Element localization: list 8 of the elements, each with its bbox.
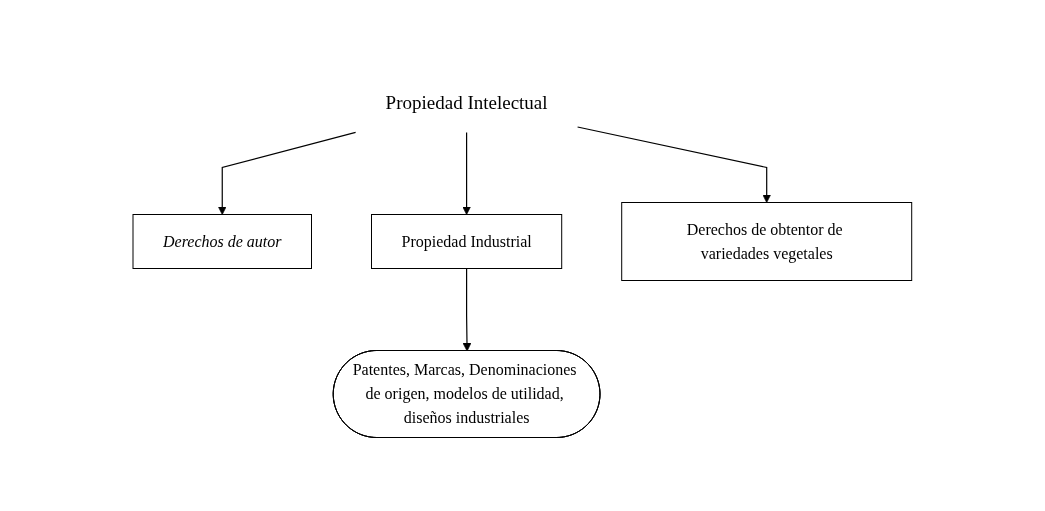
arrow: [462, 267, 472, 352]
node-text: Propiedad Intelectual: [385, 91, 548, 113]
arrow: [218, 131, 357, 215]
arrow: [577, 126, 772, 203]
node-box: Propiedad Industrial: [371, 213, 563, 269]
node-box: Derechos de autor: [132, 213, 313, 269]
arrow: [462, 131, 472, 215]
node-box: Derechos de obtentor de variedades vegetales: [621, 201, 913, 281]
